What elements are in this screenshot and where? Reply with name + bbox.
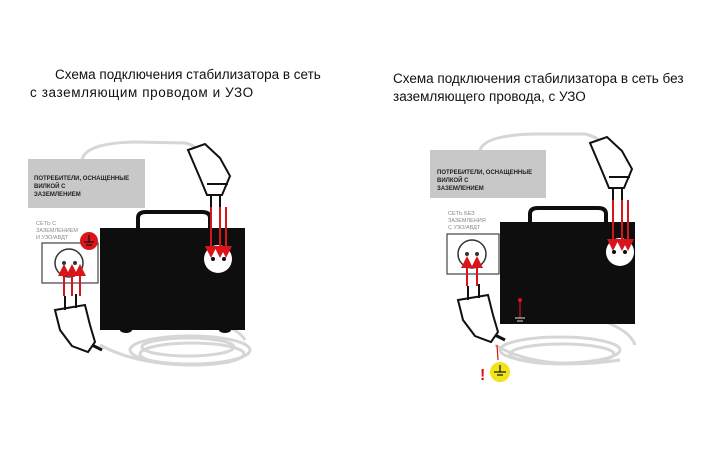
right-top-cable [478,132,606,151]
left-consumers-line1: ПОТРЕБИТЕЛИ, ОСНАЩЕННЫЕ [34,176,129,182]
right-network-line2: ЗАЗЕМЛЕНИЯ [448,218,486,224]
left-ground-symbol [80,232,98,250]
right-wall-socket [446,233,500,275]
left-network-line3: И УЗО/АВДТ [36,235,69,241]
left-flow-arrows [58,207,232,296]
right-diagram-title-line2: заземляющего провода, с УЗО [393,89,586,104]
left-consumers-line2: ВИЛКОЙ С [34,182,66,190]
right-network-line1: СЕТЬ БЕЗ [448,211,475,217]
left-diagram-title-line1: Схема подключения стабилизатора в сеть [55,67,321,82]
left-network-line1: СЕТЬ С [36,221,56,227]
right-consumers-line1: ПОТРЕБИТЕЛИ, ОСНАЩЕННЫЕ [437,170,532,176]
left-cable-coil [99,318,252,367]
left-network-line2: ЗАЗЕМЛЕНИЕМ [36,228,78,234]
right-consumers-line2: ВИЛКОЙ С [437,176,469,184]
right-ground-wire [496,344,499,361]
right-stabilizer [500,206,635,324]
right-ground-symbol [490,362,510,382]
left-consumers-line3: ЗАЗЕМЛЕНИЕМ [34,192,81,198]
right-flow-arrows [461,200,634,286]
left-bottom-plug [53,294,103,354]
right-warning-mark: ! [480,367,485,384]
left-diagram: ПОТРЕБИТЕЛИ, ОСНАЩЕННЫЕ ВИЛКОЙ С ЗАЗЕМЛЕ… [28,140,252,367]
left-top-cable [80,140,202,161]
right-network-line3: С УЗО/АВДТ [448,225,481,231]
left-consumers-box: ПОТРЕБИТЕЛИ, ОСНАЩЕННЫЕ ВИЛКОЙ С ЗАЗЕМЛЕ… [28,159,145,208]
right-top-plug [588,135,634,202]
left-stabilizer [100,210,245,333]
right-consumers-line3: ЗАЗЕМЛЕНИЕМ [437,186,484,192]
right-diagram: ПОТРЕБИТЕЛИ, ОСНАЩЕННЫЕ ВИЛКОЙ С ЗАЗЕМЛЕ… [430,132,637,384]
right-diagram-title-line1: Схема подключения стабилизатора в сеть б… [393,71,684,86]
left-diagram-title-line2: с заземляющим проводом и УЗО [30,85,254,100]
right-bottom-plug [456,284,506,344]
right-cable-coil [494,318,637,366]
left-top-plug [186,142,232,208]
right-consumers-box: ПОТРЕБИТЕЛИ, ОСНАЩЕННЫЕ ВИЛКОЙ С ЗАЗЕМЛЕ… [430,150,546,198]
